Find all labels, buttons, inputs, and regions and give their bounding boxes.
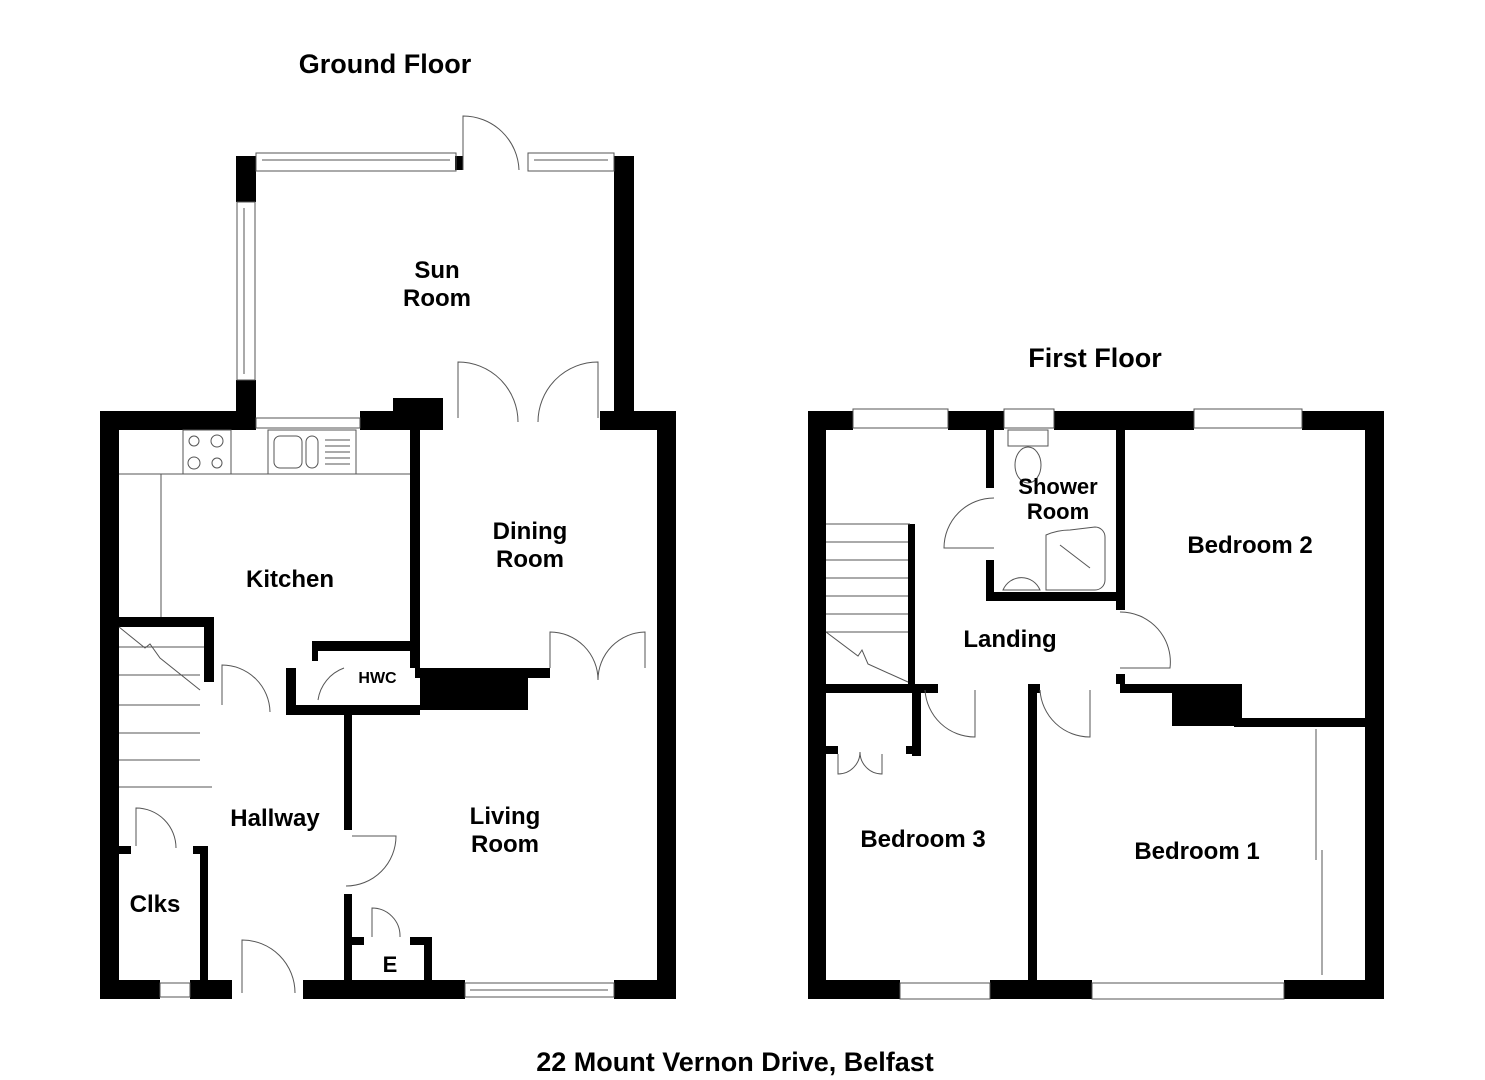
address-caption: 22 Mount Vernon Drive, Belfast bbox=[536, 1047, 934, 1077]
room-label-shower-room: Shower Room bbox=[1018, 474, 1098, 524]
room-label-sun-room: Sun Room bbox=[403, 257, 471, 312]
room-label-dining-room: Dining Room bbox=[492, 518, 568, 573]
first-floor-fixtures bbox=[825, 408, 1323, 1000]
room-label-landing: Landing bbox=[963, 626, 1057, 653]
first-floor-walls bbox=[808, 411, 1384, 999]
ground-floor-fixtures bbox=[118, 115, 646, 998]
room-label-kitchen: Kitchen bbox=[245, 566, 334, 593]
room-label-hallway: Hallway bbox=[230, 805, 320, 832]
ground-floor-title: Ground Floor bbox=[298, 49, 472, 79]
first-floor-title: First Floor bbox=[1028, 343, 1162, 373]
room-label-living-room: Living Room bbox=[469, 803, 541, 858]
room-label-clks: Clks bbox=[129, 891, 181, 918]
ground-floor-walls bbox=[100, 156, 676, 999]
room-label-e: E bbox=[382, 952, 398, 977]
room-label-hwc: HWC bbox=[358, 670, 397, 687]
room-label-bedroom-3: Bedroom 3 bbox=[860, 826, 986, 853]
room-label-bedroom-2: Bedroom 2 bbox=[1187, 532, 1313, 559]
room-label-bedroom-1: Bedroom 1 bbox=[1134, 838, 1260, 865]
